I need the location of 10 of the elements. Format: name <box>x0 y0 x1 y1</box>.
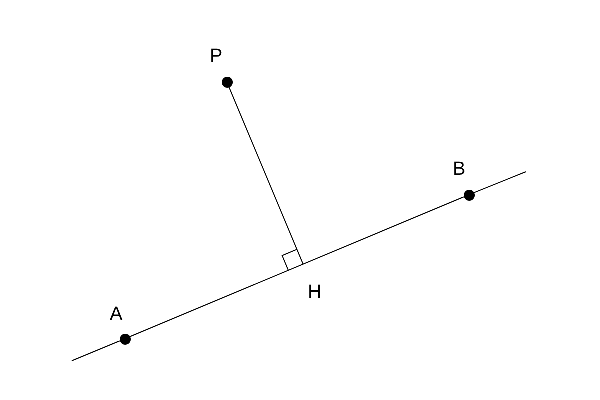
line-segment <box>130 196 464 338</box>
right-angle-mark <box>282 249 298 272</box>
point-label: P <box>210 46 223 68</box>
point-dot <box>464 190 474 200</box>
point-dot <box>120 334 130 344</box>
point-label: H <box>308 282 322 304</box>
point-label: B <box>453 159 466 181</box>
line-segment <box>228 86 304 265</box>
point-label: A <box>110 304 123 326</box>
point-dot <box>222 76 232 88</box>
